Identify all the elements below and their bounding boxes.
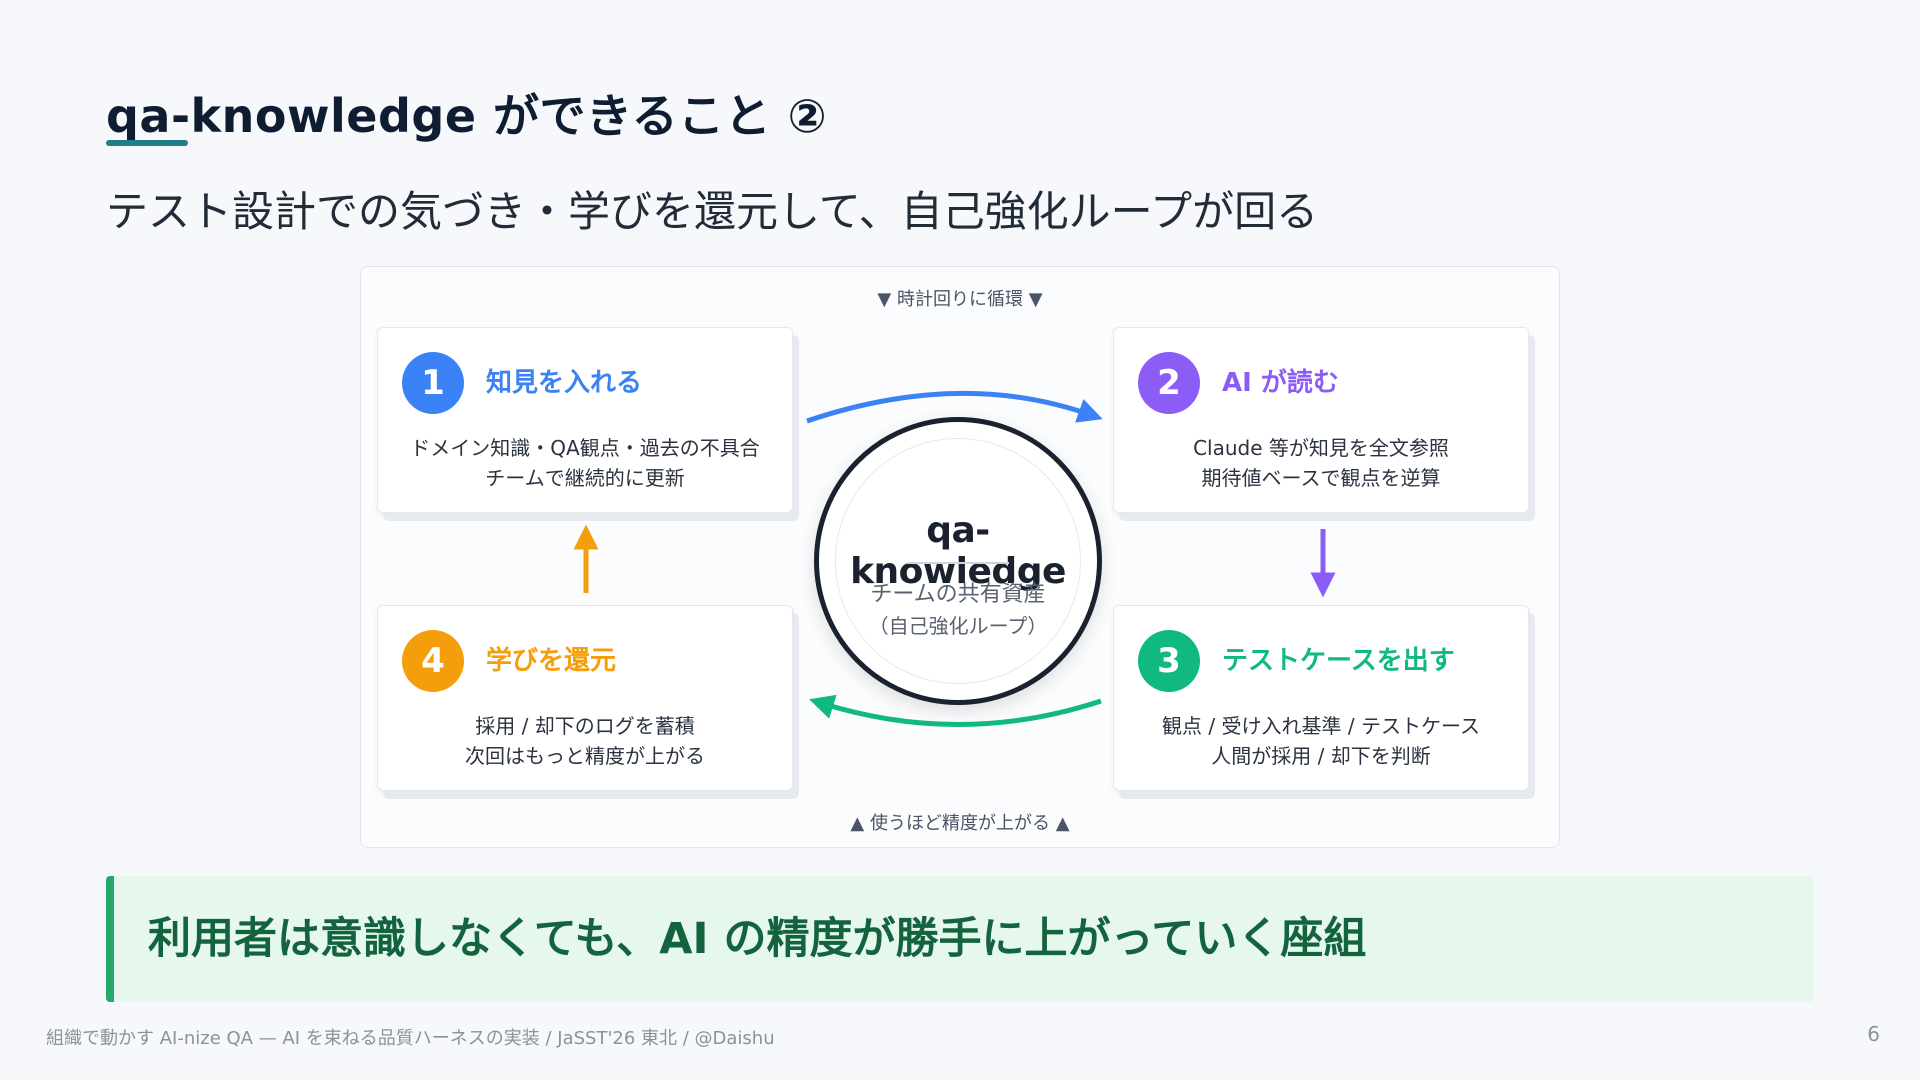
- step-number-badge: 1: [402, 352, 464, 414]
- hub-name: qa-knowledge: [850, 510, 1066, 592]
- step-title: 知見を入れる: [486, 368, 643, 398]
- loop-benefit-label: ▲ 使うほど精度が上がる ▲: [850, 813, 1070, 834]
- page-number: 6: [1867, 1022, 1880, 1046]
- hub-divider: [907, 562, 1009, 564]
- arrow-3-to-4: [809, 694, 1102, 727]
- slide-subtitle: テスト設計での気づき・学びを還元して、自己強化ループが回る: [106, 187, 1319, 236]
- step-title: テストケースを出す: [1222, 646, 1455, 676]
- step-detail-1: ドメイン知識・QA観点・過去の不具合: [410, 436, 760, 460]
- step-card-2: 2 AI が読む Claude 等が知見を全文参照 期待値ベースで観点を逆算: [1113, 327, 1529, 513]
- footer-text: 組織で動かす AI-nize QA — AI を束ねる品質ハーネスの実装 / J…: [46, 1028, 775, 1049]
- step-detail-1: 観点 / 受け入れ基準 / テストケース: [1162, 714, 1480, 738]
- loop-arrows: [573, 390, 1336, 727]
- step-title: 学びを還元: [486, 646, 617, 676]
- slide-title: qa-knowledge ができること ②: [106, 89, 828, 143]
- step-card-3: 3 テストケースを出す 観点 / 受け入れ基準 / テストケース 人間が採用 /…: [1113, 605, 1529, 791]
- loop-diagram: ▼ 時計回りに循環 ▼ 1 知見を入れる ドメイン知識・QA観点・過去の不具合 …: [360, 266, 1560, 848]
- step-detail-2: 人間が採用 / 却下を判断: [1211, 744, 1431, 768]
- step-detail-1: 採用 / 却下のログを蓄積: [475, 714, 695, 738]
- step-card-4: 4 学びを還元 採用 / 却下のログを蓄積 次回はもっと精度が上がる: [377, 605, 793, 791]
- step-number-badge: 2: [1138, 352, 1200, 414]
- step-number-badge: 4: [402, 630, 464, 692]
- loop-direction-label: ▼ 時計回りに循環 ▼: [877, 289, 1043, 310]
- step-title: AI が読む: [1222, 368, 1339, 398]
- step-card-1: 1 知見を入れる ドメイン知識・QA観点・過去の不具合 チームで継続的に更新: [377, 327, 793, 513]
- hub-inner-ring: [835, 438, 1081, 684]
- step-detail-2: チームで継続的に更新: [485, 466, 685, 490]
- step-detail-1: Claude 等が知見を全文参照: [1193, 436, 1449, 460]
- step-detail-2: 期待値ベースで観点を逆算: [1201, 466, 1441, 490]
- step-detail-2: 次回はもっと精度が上がる: [465, 744, 705, 768]
- arrow-1-to-2: [806, 390, 1103, 424]
- step-number-badge: 3: [1138, 630, 1200, 692]
- qa-knowledge-hub: qa-knowledge チームの共有資産 （自己強化ループ）: [814, 417, 1102, 705]
- title-underline: [106, 140, 188, 146]
- key-message-text: 利用者は意識しなくても、AI の精度が勝手に上がっていく座組: [148, 914, 1367, 964]
- hub-caption: （自己強化ループ）: [868, 614, 1048, 638]
- key-message-callout: 利用者は意識しなくても、AI の精度が勝手に上がっていく座組: [106, 876, 1814, 1002]
- hub-subtitle: チームの共有資産: [870, 582, 1046, 607]
